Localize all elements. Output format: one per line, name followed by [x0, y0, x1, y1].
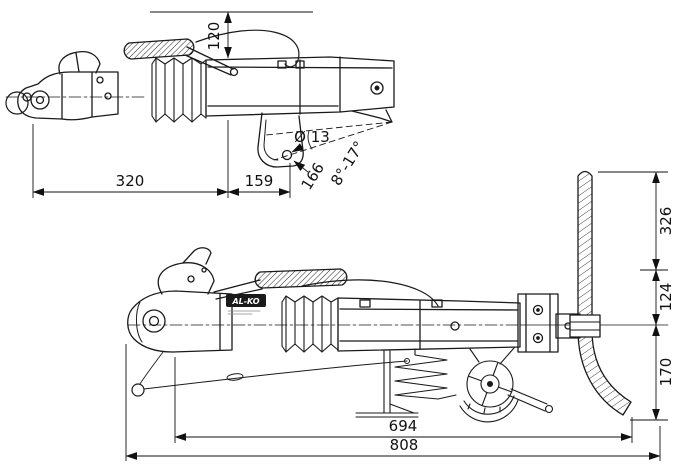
dim-label-angle-range: 8°-17° [327, 138, 368, 189]
bellows-top [151, 57, 207, 123]
body-tube-top [205, 56, 395, 123]
lever-rod [301, 279, 439, 307]
breakaway-cable [131, 351, 410, 397]
brand-plate [226, 294, 266, 315]
drawbar [569, 170, 632, 416]
gas-strut-rod [195, 29, 300, 68]
handbrake-lever-top [123, 29, 300, 77]
body-tube-bottom [337, 297, 521, 352]
dim-label-124: 124 [657, 283, 675, 312]
ratchet-mechanism [459, 347, 554, 423]
dim-label-808: 808 [390, 436, 419, 454]
dim-label-159: 159 [245, 172, 274, 190]
bottom-view-dimensions [125, 171, 668, 461]
rear-bracket [517, 293, 581, 353]
bolt-hole [281, 149, 293, 161]
top-view-dimensions [32, 11, 313, 198]
spring [394, 348, 457, 400]
support-post [355, 350, 419, 418]
bottom-view-drawing [127, 170, 669, 423]
dim-label-120: 120 [205, 22, 223, 51]
dim-label-320: 320 [116, 172, 145, 190]
top-view-drawing [5, 29, 395, 168]
handbrake-lever-bottom [213, 268, 439, 307]
bellows-bottom [281, 295, 339, 353]
drawbar-clamp [569, 314, 601, 338]
angle-lines [265, 121, 393, 161]
dim-166-leader [293, 160, 309, 173]
dim-label-326: 326 [657, 207, 675, 236]
dia13-leader [291, 143, 304, 153]
brand-label: AL-KO [231, 297, 259, 306]
coupling-head-top [17, 50, 119, 121]
dim-label-694: 694 [389, 417, 418, 435]
dim-label-hole-diameter: Ø 13 [294, 128, 330, 146]
dim-label-170: 170 [657, 358, 675, 387]
dim-label-166: 166 [298, 159, 328, 193]
coupling-head-bottom [127, 247, 233, 353]
